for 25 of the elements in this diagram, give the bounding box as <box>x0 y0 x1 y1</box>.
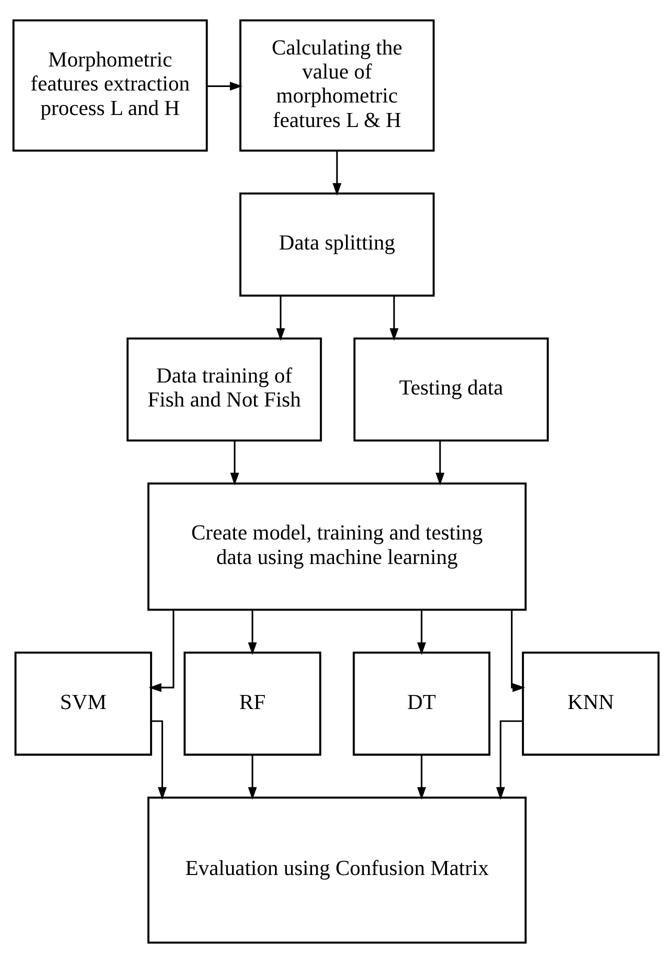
node-box: Data training of Fish and Not Fish <box>126 338 322 442</box>
node-box: Morphometric features extraction process L and H <box>12 19 208 152</box>
arrow <box>248 754 257 800</box>
arrow <box>510 610 526 692</box>
node-box: Evaluation using Confusion Matrix <box>147 796 527 944</box>
arrow <box>207 82 243 91</box>
node-box: Data splitting <box>239 192 435 297</box>
arrow <box>390 296 398 341</box>
arrow <box>276 296 286 341</box>
arrow <box>151 720 167 800</box>
node-box: SVM <box>14 652 152 756</box>
node-box: KNN <box>522 652 660 756</box>
arrow <box>230 440 240 486</box>
arrow <box>148 610 174 692</box>
node-box: Calculating the value of morphometric features L & H <box>239 19 435 152</box>
arrow <box>436 440 444 486</box>
arrow <box>332 150 342 196</box>
node-box: RF <box>184 652 322 756</box>
node-box: Create model, training and testing data using machine learning <box>147 482 527 611</box>
arrow <box>417 754 426 800</box>
node-box: DT <box>352 652 490 756</box>
arrow <box>248 610 257 655</box>
arrow <box>417 610 426 655</box>
node-box: Testing data <box>353 338 549 442</box>
arrow <box>496 720 523 800</box>
